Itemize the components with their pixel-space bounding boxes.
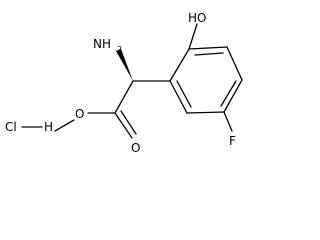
carbonyl-carbon-bond [114,80,134,114]
ring-bond-c5-c6 [186,111,225,114]
ester-oxygen-label: O [75,107,84,121]
methyl-bond [54,119,75,132]
amine-label: NH [93,37,111,51]
carbonyl-double-bond-a [114,112,133,139]
ring-inner-bond-3 [176,80,192,108]
ring-bond-c3-c4 [226,46,243,81]
ring-inner-bond-2 [220,80,237,107]
hydrogen-label: H [44,120,53,134]
ring-bond-c6-c1 [169,80,188,114]
fluorine-bond [223,111,233,132]
carbonyl-oxygen-label: O [131,141,140,155]
fluorine-label: F [229,134,236,148]
amine-subscript-label: 2 [117,45,122,54]
hydroxyl-bond [188,23,198,50]
hydroxyl-label: HO [188,11,206,25]
ring-bond-c2-c3 [188,46,228,50]
ring-inner-bond-1 [194,52,224,56]
chlorine-label: Cl [5,120,17,134]
ring-bond-c4-c5 [223,79,243,113]
amine-wedge-bond [116,49,133,81]
carbonyl-double-bond-b [120,110,137,135]
ring-bond-c1-c2 [169,48,190,82]
molecule-drawing: HO NH 2 F O O Cl H [5,11,243,155]
structure-canvas: HO NH 2 F O O Cl H [5,11,243,155]
